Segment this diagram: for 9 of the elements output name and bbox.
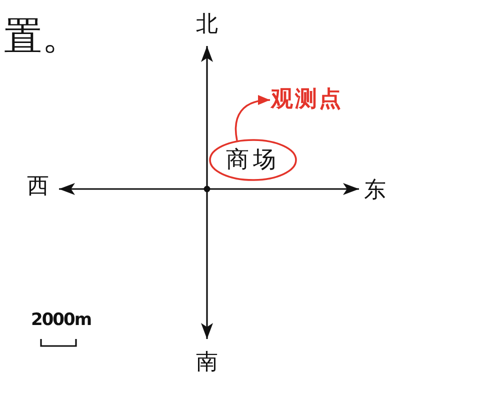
direction-label: 东 xyxy=(364,180,386,202)
scale-label: 2000m xyxy=(31,312,92,329)
direction-label: 南 xyxy=(196,352,218,374)
leader-arrow xyxy=(234,96,270,141)
direction-label: 西 xyxy=(27,176,49,198)
callout-label: 观测点 xyxy=(271,88,343,112)
text-fragment: 置。 xyxy=(4,17,80,55)
direction-label: 北 xyxy=(196,14,218,36)
place-ellipse: 商场 xyxy=(209,139,297,181)
